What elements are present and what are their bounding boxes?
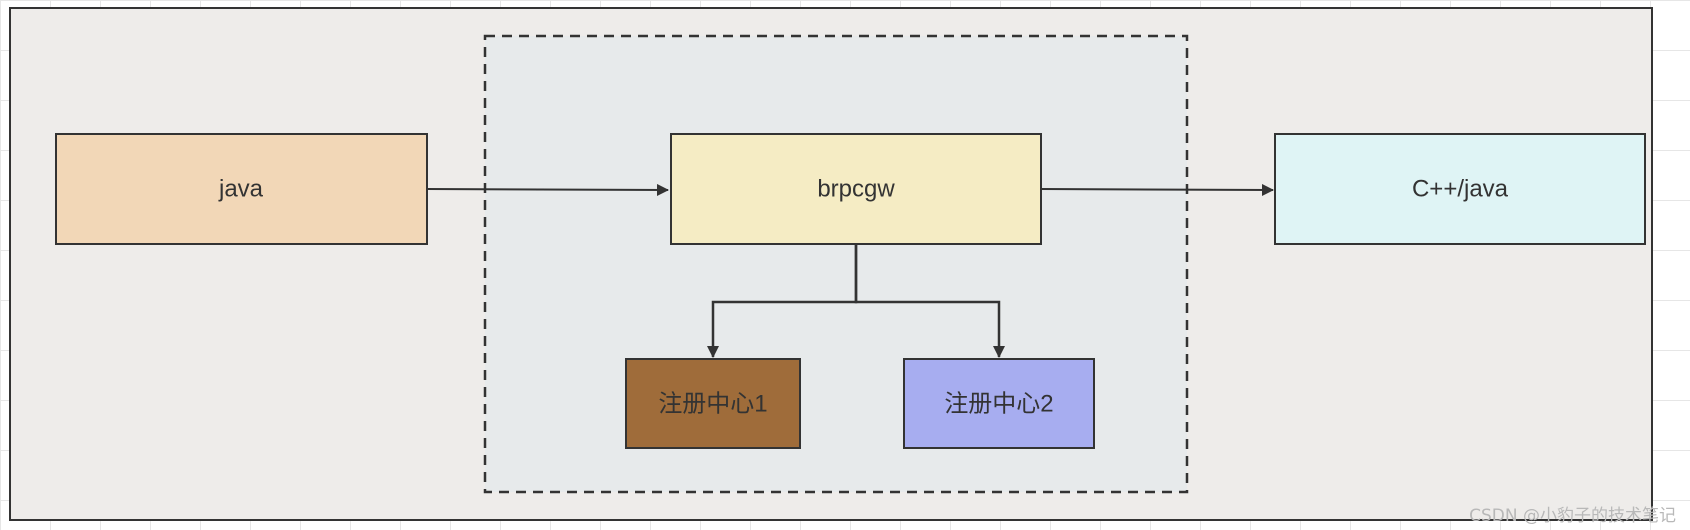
node-brpcgw[interactable]: brpcgw [670, 133, 1042, 245]
node-target[interactable]: C++/java [1274, 133, 1646, 245]
node-target-box [1274, 133, 1646, 245]
node-brpcgw-box [670, 133, 1042, 245]
node-target-label: C++/java [1412, 175, 1509, 202]
watermark: CSDN @小豹子的技术笔记 [1469, 506, 1676, 526]
node-java-label: java [218, 175, 264, 202]
node-registry1[interactable]: 注册中心1 [625, 358, 801, 449]
node-registry2-box [903, 358, 1095, 449]
edge-brpcgw-to-target [1040, 183, 1274, 196]
node-registry2[interactable]: 注册中心2 [903, 358, 1095, 449]
edge-brpcgw-to-registry2 [854, 244, 1005, 358]
node-registry1-box [625, 358, 801, 449]
edge-java-to-brpcgw [426, 183, 669, 196]
node-registry1-label: 注册中心1 [658, 390, 767, 417]
node-java-box [55, 133, 428, 245]
node-brpcgw-label: brpcgw [817, 175, 895, 202]
node-registry2-label: 注册中心2 [944, 390, 1053, 417]
node-java[interactable]: java [55, 133, 428, 245]
